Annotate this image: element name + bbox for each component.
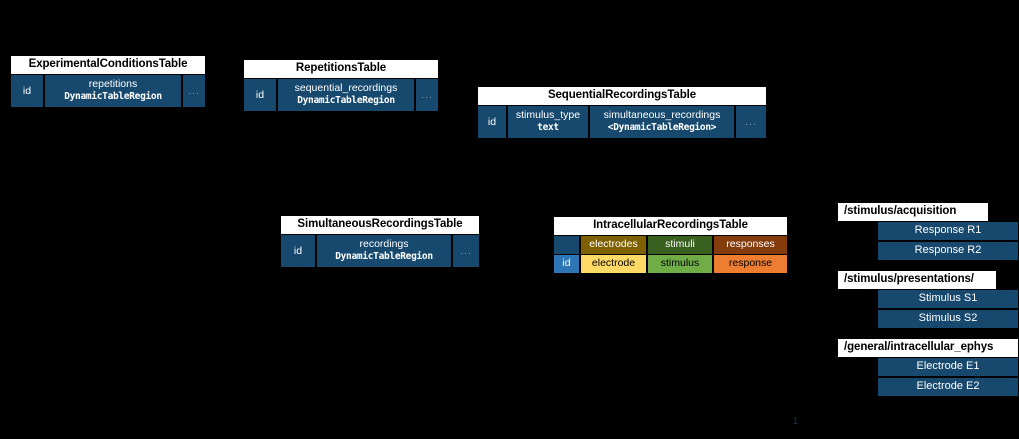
group-panel-stimulus-presentations: /stimulus/presentations/ Stimulus S1 Sti… [837,270,1019,330]
column-cell-response[interactable]: response [713,255,788,274]
category-cell-electrodes[interactable]: electrodes [580,236,647,255]
group-path-label: /stimulus/presentations/ [837,270,997,290]
table-sequential-recordings[interactable]: SequentialRecordingsTable id stimulus_ty… [477,86,767,139]
table-repetitions[interactable]: RepetitionsTable id sequential_recording… [243,59,439,112]
table-title: IntracellularRecordingsTable [553,216,788,236]
group-path-label: /stimulus/acquisition [837,202,989,222]
table-title: SimultaneousRecordingsTable [280,215,480,235]
table-cell-more[interactable]: ... [182,75,206,108]
group-item-response-r1[interactable]: Response R1 [877,221,1019,241]
table-category-row: electrodes stimuli responses [553,236,788,255]
group-panel-general-intracellular-ephys: /general/intracellular_ephys Electrode E… [837,338,1019,398]
table-intracellular-recordings[interactable]: IntracellularRecordingsTable electrodes … [553,216,788,274]
table-column-row: id electrode stimulus response [553,255,788,274]
group-item-stimulus-s1[interactable]: Stimulus S1 [877,289,1019,309]
table-header-row: id recordings DynamicTableRegion ... [280,235,480,268]
page-marker: 1 [793,416,799,426]
category-cell-responses[interactable]: responses [713,236,788,255]
group-item-electrode-e2[interactable]: Electrode E2 [877,377,1019,397]
table-cell-id[interactable]: id [243,79,277,112]
table-cell-simultaneous-recordings[interactable]: simultaneous_recordings <DynamicTableReg… [589,106,735,139]
table-cell-more[interactable]: ... [452,235,480,268]
table-cell-sequential-recordings[interactable]: sequential_recordings DynamicTableRegion [277,79,415,112]
table-title: SequentialRecordingsTable [477,86,767,106]
group-path-label: /general/intracellular_ephys [837,338,1019,358]
table-cell-more[interactable]: ... [415,79,439,112]
table-cell-id[interactable]: id [477,106,507,139]
table-cell-stimulus-type[interactable]: stimulus_type text [507,106,589,139]
table-header-row: id stimulus_type text simultaneous_recor… [477,106,767,139]
table-cell-repetitions[interactable]: repetitions DynamicTableRegion [44,75,182,108]
table-header-row: id sequential_recordings DynamicTableReg… [243,79,439,112]
table-experimental-conditions[interactable]: ExperimentalConditionsTable id repetitio… [10,55,206,108]
column-cell-stimulus[interactable]: stimulus [647,255,713,274]
group-panel-stimulus-acquisition: /stimulus/acquisition Response R1 Respon… [837,202,1019,262]
group-item-response-r2[interactable]: Response R2 [877,241,1019,261]
column-cell-id[interactable]: id [553,255,580,274]
column-cell-electrode[interactable]: electrode [580,255,647,274]
table-header-row: id repetitions DynamicTableRegion ... [10,75,206,108]
table-simultaneous-recordings[interactable]: SimultaneousRecordingsTable id recording… [280,215,480,268]
group-item-stimulus-s2[interactable]: Stimulus S2 [877,309,1019,329]
category-cell-stimuli[interactable]: stimuli [647,236,713,255]
category-cell-blank [553,236,580,255]
group-item-electrode-e1[interactable]: Electrode E1 [877,357,1019,377]
table-cell-id[interactable]: id [280,235,316,268]
table-cell-recordings[interactable]: recordings DynamicTableRegion [316,235,452,268]
table-cell-more[interactable]: ... [735,106,767,139]
table-cell-id[interactable]: id [10,75,44,108]
table-title: RepetitionsTable [243,59,439,79]
table-title: ExperimentalConditionsTable [10,55,206,75]
